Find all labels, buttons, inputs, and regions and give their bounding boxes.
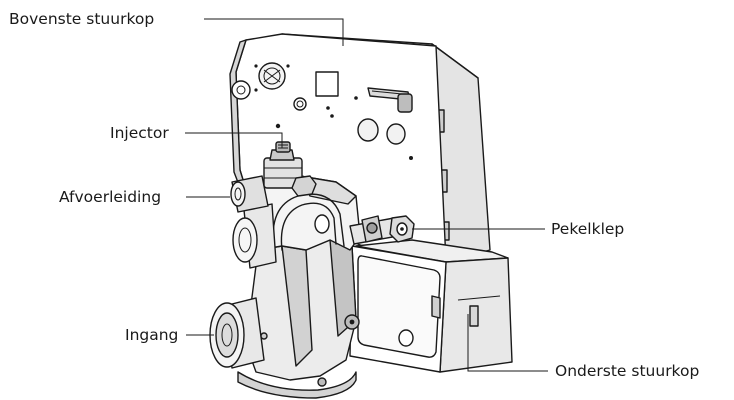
inlet [209, 297, 360, 369]
valve-body [230, 175, 361, 399]
leader-lines [185, 18, 548, 372]
brine-valve [349, 215, 415, 245]
label-pekelklep: Pekelklep [551, 220, 624, 238]
label-ingang: Ingang [125, 326, 178, 344]
label-bovenste-stuurkop: Bovenste stuurkop [9, 10, 154, 28]
leader-injector [185, 132, 283, 148]
injector [263, 141, 317, 197]
label-onderste-stuurkop: Onderste stuurkop [555, 362, 699, 380]
label-afvoerleiding: Afvoerleiding [59, 188, 161, 206]
leader-bovenste-stuurkop [204, 18, 344, 46]
lower-control-head [349, 239, 513, 373]
leader-onderste-stuurkop [467, 314, 548, 372]
labels: Bovenste stuurkop Injector Afvoerleiding… [9, 10, 699, 380]
label-injector: Injector [110, 124, 169, 142]
